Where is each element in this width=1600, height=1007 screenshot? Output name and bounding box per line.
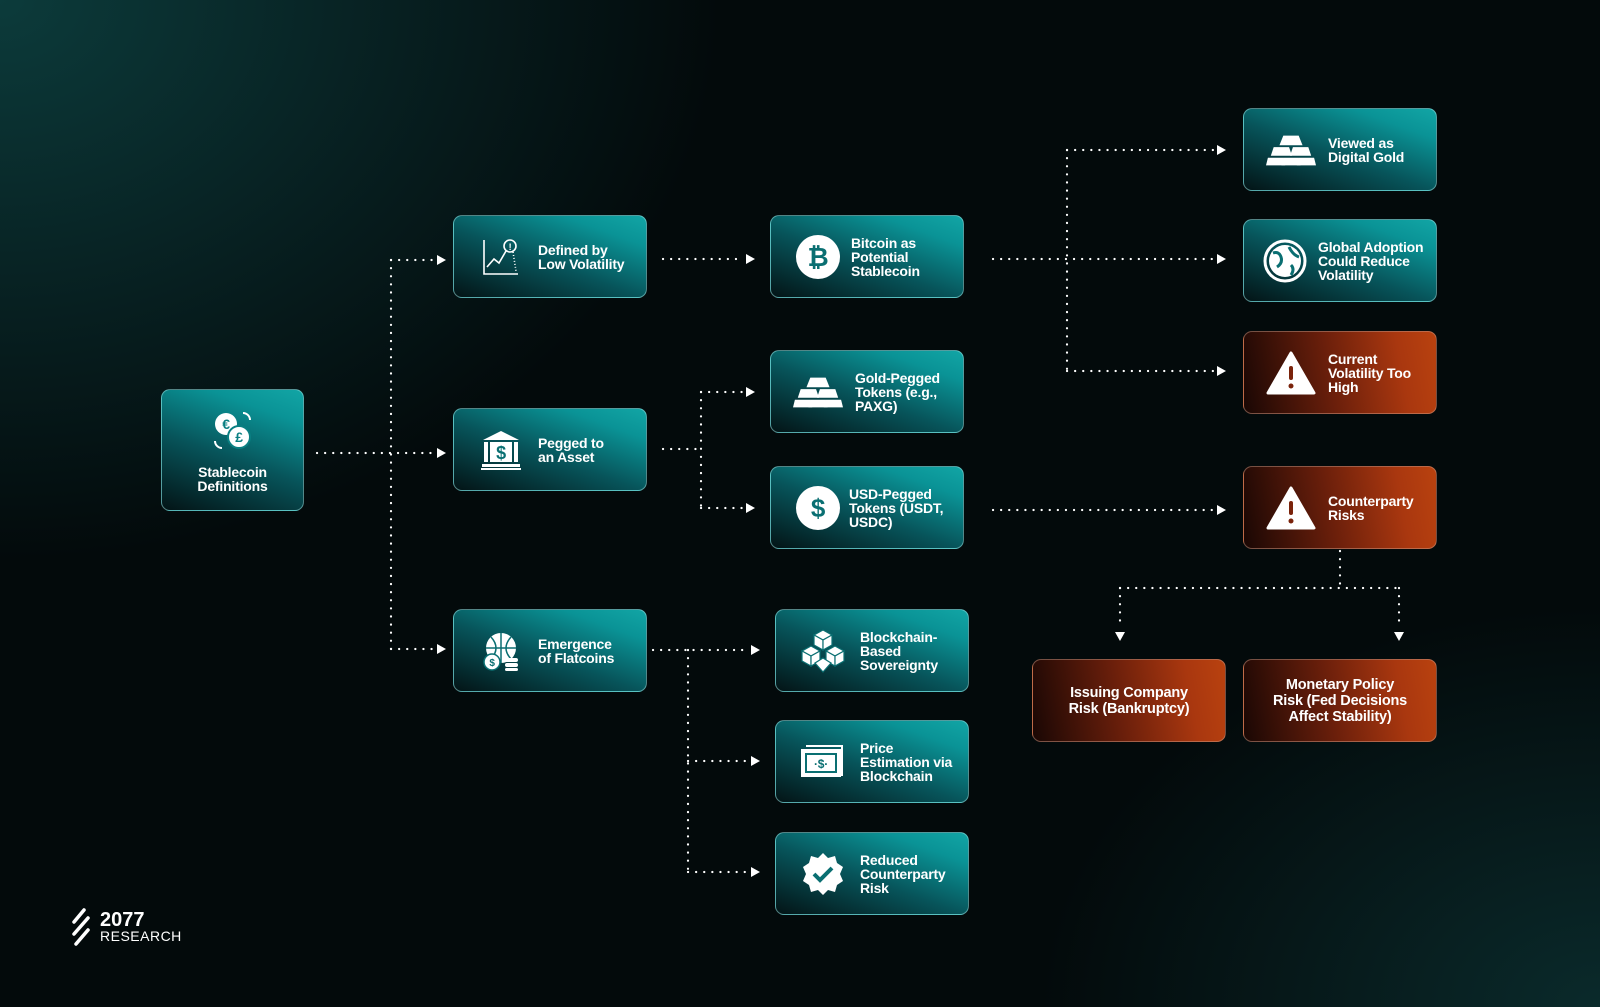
bank-dollar-icon: $ xyxy=(476,425,526,475)
logo-number: 2077 xyxy=(100,909,145,931)
gold-bars-icon xyxy=(1266,125,1316,175)
node-label: Viewed as Digital Gold xyxy=(1328,134,1405,165)
node-label: Current Volatility Too High xyxy=(1328,350,1412,395)
warning-icon xyxy=(1266,348,1316,398)
svg-text:·$·: ·$· xyxy=(814,757,828,771)
node-pegged-asset: $ Pegged to an Asset xyxy=(453,408,647,491)
node-blockchain-sovereignty: Blockchain- Based Sovereignty xyxy=(775,609,969,692)
node-label: Defined by Low Volatility xyxy=(538,241,625,272)
node-label: Global Adoption Could Reduce Volatility xyxy=(1318,238,1424,283)
chart-magnifier-icon: ! xyxy=(476,232,526,282)
node-label: Stablecoin Definitions xyxy=(197,464,268,494)
svg-text:!: ! xyxy=(509,242,512,252)
svg-text:€: € xyxy=(222,416,230,432)
node-flatcoins: $ Emergence of Flatcoins xyxy=(453,609,647,692)
svg-text:$: $ xyxy=(496,443,506,463)
bitcoin-icon: ₿ xyxy=(793,232,843,282)
logo-name: RESEARCH xyxy=(100,928,182,944)
node-global-adoption: Global Adoption Could Reduce Volatility xyxy=(1243,219,1437,302)
node-usd-pegged: $ USD-Pegged Tokens (USDT, USDC) xyxy=(770,466,964,549)
logo-2077-research: 2077 RESEARCH xyxy=(70,908,182,946)
node-label: Bitcoin as Potential Stablecoin xyxy=(851,234,920,279)
node-label: Reduced Counterparty Risk xyxy=(860,851,946,896)
node-monetary-policy-risk: Monetary Policy Risk (Fed Decisions Affe… xyxy=(1243,659,1437,742)
node-bitcoin: ₿ Bitcoin as Potential Stablecoin xyxy=(770,215,964,298)
logo-mark-icon xyxy=(72,908,90,946)
node-label: Pegged to an Asset xyxy=(538,434,604,465)
node-gold-pegged: Gold-Pegged Tokens (e.g., PAXG) xyxy=(770,350,964,433)
node-counterparty-risks: Counterparty Risks xyxy=(1243,466,1437,549)
node-price-estimation: ·$· Price Estimation via Blockchain xyxy=(775,720,969,803)
currency-exchange-icon: €£ xyxy=(208,407,258,457)
node-label: Blockchain- Based Sovereignty xyxy=(860,628,938,673)
node-issuing-company-risk: Issuing Company Risk (Bankruptcy) xyxy=(1032,659,1226,742)
warning-icon xyxy=(1266,483,1316,533)
money-bill-icon: ·$· xyxy=(798,737,848,787)
svg-text:₿: ₿ xyxy=(808,242,829,272)
node-label: Monetary Policy Risk (Fed Decisions Affe… xyxy=(1273,676,1407,725)
globe-coins-icon: $ xyxy=(476,626,526,676)
node-volatility-too-high: Current Volatility Too High xyxy=(1243,331,1437,414)
node-label: USD-Pegged Tokens (USDT, USDC) xyxy=(849,485,944,530)
node-stablecoin-definitions: €£ Stablecoin Definitions xyxy=(161,389,304,511)
dollar-coin-icon: $ xyxy=(793,483,843,533)
svg-text:$: $ xyxy=(811,493,826,523)
verified-badge-icon xyxy=(798,849,848,899)
blocks-icon xyxy=(798,626,848,676)
node-label: Counterparty Risks xyxy=(1328,492,1414,523)
node-label: Gold-Pegged Tokens (e.g., PAXG) xyxy=(855,369,940,414)
node-label: Price Estimation via Blockchain xyxy=(860,739,953,784)
gold-bars-icon xyxy=(793,367,843,417)
node-reduced-risk: Reduced Counterparty Risk xyxy=(775,832,969,915)
node-label: Emergence of Flatcoins xyxy=(538,635,615,666)
node-digital-gold: Viewed as Digital Gold xyxy=(1243,108,1437,191)
svg-text:$: $ xyxy=(489,658,495,669)
svg-text:£: £ xyxy=(235,429,243,445)
node-label: Issuing Company Risk (Bankruptcy) xyxy=(1068,684,1190,717)
globe-icon xyxy=(1260,236,1310,286)
node-low-volatility: ! Defined by Low Volatility xyxy=(453,215,647,298)
